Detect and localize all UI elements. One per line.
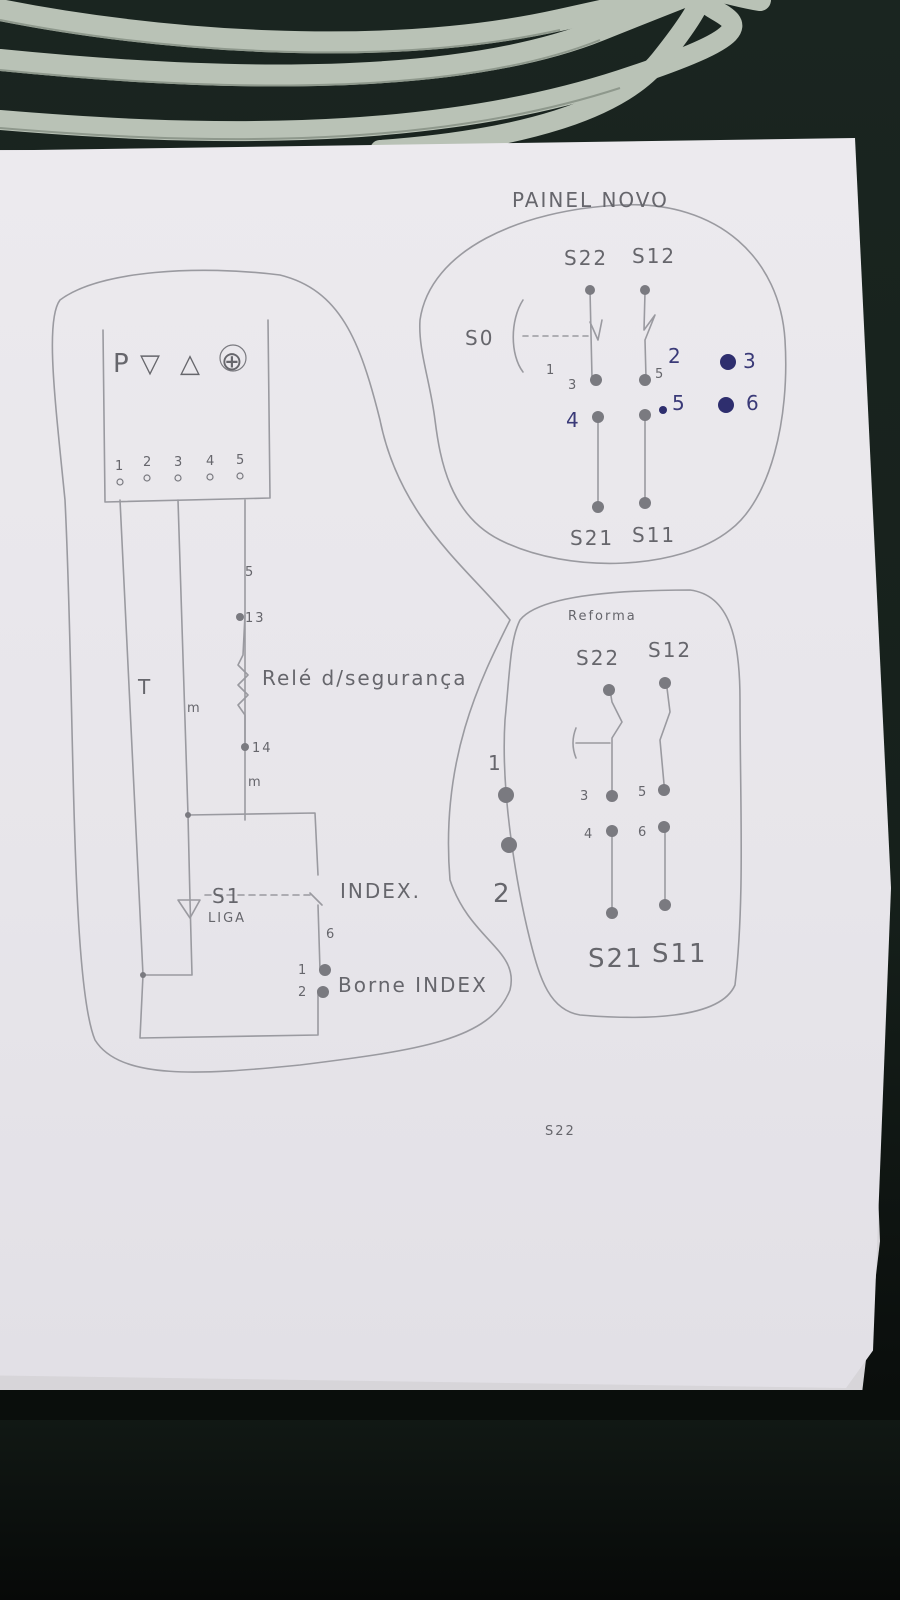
- footer-s22-label: S22: [545, 1124, 576, 1139]
- rf-terminal-6: 6: [638, 825, 648, 840]
- rf-terminal-3: 3: [580, 789, 590, 804]
- cable-bundle: [0, 0, 771, 160]
- switch-s1-label: S1: [212, 884, 241, 908]
- pn-terminal-5: 5: [655, 367, 665, 382]
- wire-label-t: T: [137, 675, 152, 699]
- pn-s11-label: S11: [632, 523, 676, 547]
- panel-button-down: ▽: [140, 349, 162, 379]
- table-surface: [0, 1420, 900, 1600]
- wire-label-m-right: m: [248, 775, 263, 790]
- panel-terminal-4: 4: [206, 454, 216, 469]
- wire-label-5: 5: [245, 565, 255, 580]
- pn-pen-3: 3: [743, 349, 758, 373]
- switch-s1-leg: [142, 814, 193, 976]
- index-label: INDEX.: [340, 879, 421, 903]
- heading-reforma: Reforma: [568, 609, 637, 624]
- heading-painel-novo: PAINEL NOVO: [512, 188, 669, 212]
- panel-button-p: P: [113, 349, 131, 379]
- rf-terminal-5: 5: [638, 785, 648, 800]
- borne-terminal-2: 2: [298, 985, 308, 1000]
- switch-liga-label: LIGA: [208, 911, 246, 926]
- panel-button-up: △: [180, 349, 202, 379]
- circuit-loop: [187, 812, 319, 876]
- rf-s22-label: S22: [576, 646, 620, 670]
- wire-label-6: 6: [326, 927, 336, 942]
- wire-terminal-1: [119, 499, 144, 976]
- rf-s21-label: S21: [588, 944, 644, 974]
- wire-terminal-3: [177, 499, 189, 816]
- panel-terminal-1: 1: [115, 459, 125, 474]
- rf-s11-label: S11: [652, 939, 708, 969]
- wire-label-m-left: m: [187, 701, 202, 716]
- pn-terminal-1: 1: [546, 363, 556, 378]
- panel-terminal-5: 5: [236, 453, 246, 468]
- terminal-14-label: 14: [252, 741, 273, 756]
- pn-s22-label: S22: [564, 246, 608, 270]
- reforma-emergency-symbol: [572, 727, 611, 759]
- pn-terminal-3: 3: [568, 378, 578, 393]
- pn-pen-4: 4: [566, 408, 581, 432]
- index-wire: [317, 904, 321, 971]
- drive-panel-box: [102, 319, 271, 503]
- relay-coil: [237, 614, 249, 746]
- terminal-13-label: 13: [245, 611, 266, 626]
- rf-side-1: 1: [488, 751, 503, 775]
- paper-sheet: [0, 138, 891, 1388]
- rf-terminal-4: 4: [584, 827, 594, 842]
- panel-button-power: ⊕: [221, 347, 245, 377]
- rf-s12-label: S12: [648, 638, 692, 662]
- pn-pen-5: 5: [672, 391, 687, 415]
- panel-terminal-3: 3: [174, 455, 184, 470]
- borne-terminal-1: 1: [298, 963, 308, 978]
- relay-label: Relé d/segurança: [262, 666, 467, 690]
- pn-s12-label: S12: [632, 244, 676, 268]
- left-region-outline: [51, 269, 513, 1073]
- switch-s1-symbol: [177, 899, 201, 919]
- borne-index-label: Borne INDEX: [338, 973, 488, 997]
- s0-emergency-symbol: [512, 299, 524, 373]
- painel-novo-outline: [418, 203, 787, 565]
- rf-side-2: 2: [493, 879, 512, 909]
- panel-terminal-2: 2: [143, 455, 153, 470]
- pn-s21-label: S21: [570, 526, 614, 550]
- pn-pen-6: 6: [746, 391, 761, 415]
- pn-s0-label: S0: [465, 326, 494, 350]
- pn-pen-2: 2: [668, 344, 683, 368]
